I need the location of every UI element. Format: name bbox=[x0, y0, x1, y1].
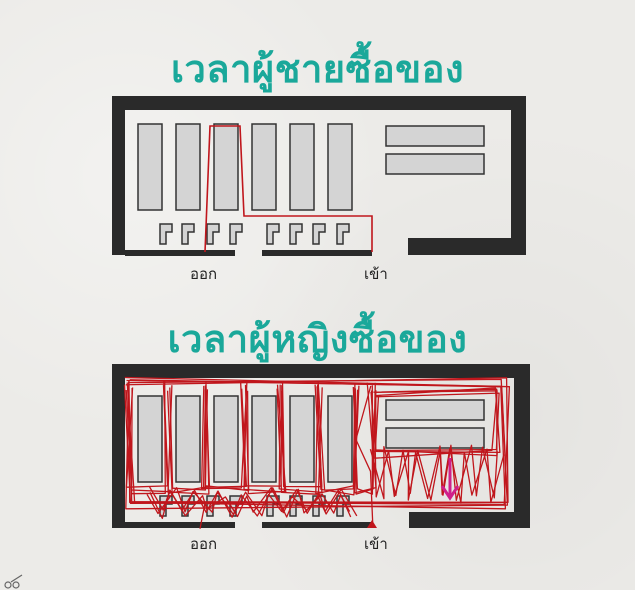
scissors-icon bbox=[4, 574, 23, 589]
path-segment bbox=[199, 502, 206, 529]
path-segment bbox=[370, 388, 498, 457]
down-arrow-icon bbox=[440, 458, 460, 501]
shopping-path-women bbox=[123, 376, 511, 529]
store-wall bbox=[112, 96, 526, 255]
checkout-stand bbox=[266, 495, 280, 517]
path-segment bbox=[149, 488, 358, 520]
path-segment bbox=[276, 387, 323, 495]
path-segment bbox=[146, 487, 352, 518]
shelf bbox=[175, 123, 201, 211]
checkout-stand bbox=[206, 223, 220, 245]
path-segment bbox=[204, 384, 250, 492]
panel-title-men: เวลาผู้ชายซื้อของ bbox=[170, 47, 465, 91]
shelf bbox=[327, 123, 353, 211]
shelf bbox=[251, 395, 277, 483]
store-wall-bottom-left bbox=[125, 522, 235, 528]
path-segment bbox=[149, 486, 351, 518]
path-segment bbox=[374, 447, 505, 504]
store-floorplan-women bbox=[112, 364, 530, 529]
panel-title-women: เวลาผู้หญิงซื้อของ bbox=[167, 317, 468, 361]
checkout-stand bbox=[312, 223, 326, 245]
counter-shelf bbox=[385, 399, 485, 421]
path-segment bbox=[169, 387, 207, 491]
path-segment bbox=[167, 385, 210, 495]
counter-shelf bbox=[385, 153, 485, 175]
path-segment bbox=[246, 381, 286, 495]
store-wall-bottom-mid bbox=[262, 250, 372, 256]
shelf bbox=[251, 123, 277, 211]
path-segment bbox=[355, 385, 374, 523]
counter-shelf bbox=[385, 125, 485, 147]
store-wall-bottom-mid bbox=[262, 522, 372, 528]
checkout-stand bbox=[336, 223, 350, 245]
shelf bbox=[213, 395, 239, 483]
shelf bbox=[213, 123, 239, 211]
exit-label-men: ออก bbox=[190, 265, 218, 283]
store-floorplan-men bbox=[112, 96, 526, 256]
path-segment bbox=[243, 384, 287, 493]
path-segment bbox=[200, 382, 248, 490]
shelf bbox=[175, 395, 201, 483]
entrance-label-women: เข้า bbox=[364, 535, 388, 553]
entrance-marker bbox=[367, 520, 377, 528]
shelf bbox=[137, 395, 163, 483]
shopping-path-men bbox=[204, 125, 373, 253]
path-segment bbox=[281, 386, 323, 488]
checkout-stand bbox=[229, 223, 243, 245]
path-segment bbox=[130, 381, 166, 495]
checkout-stand bbox=[289, 223, 303, 245]
shelf bbox=[137, 123, 163, 211]
checkout-stand bbox=[266, 223, 280, 245]
shelf bbox=[327, 395, 353, 483]
store-wall-bottom-left bbox=[125, 250, 235, 256]
path-segment bbox=[317, 381, 356, 491]
checkout-stand bbox=[159, 223, 173, 245]
exit-label-women: ออก bbox=[190, 535, 218, 553]
counter-shelf bbox=[385, 427, 485, 449]
checkout-stand bbox=[181, 223, 195, 245]
entrance-label-men: เข้า bbox=[364, 265, 388, 283]
shelf bbox=[289, 395, 315, 483]
shelf bbox=[289, 123, 315, 211]
